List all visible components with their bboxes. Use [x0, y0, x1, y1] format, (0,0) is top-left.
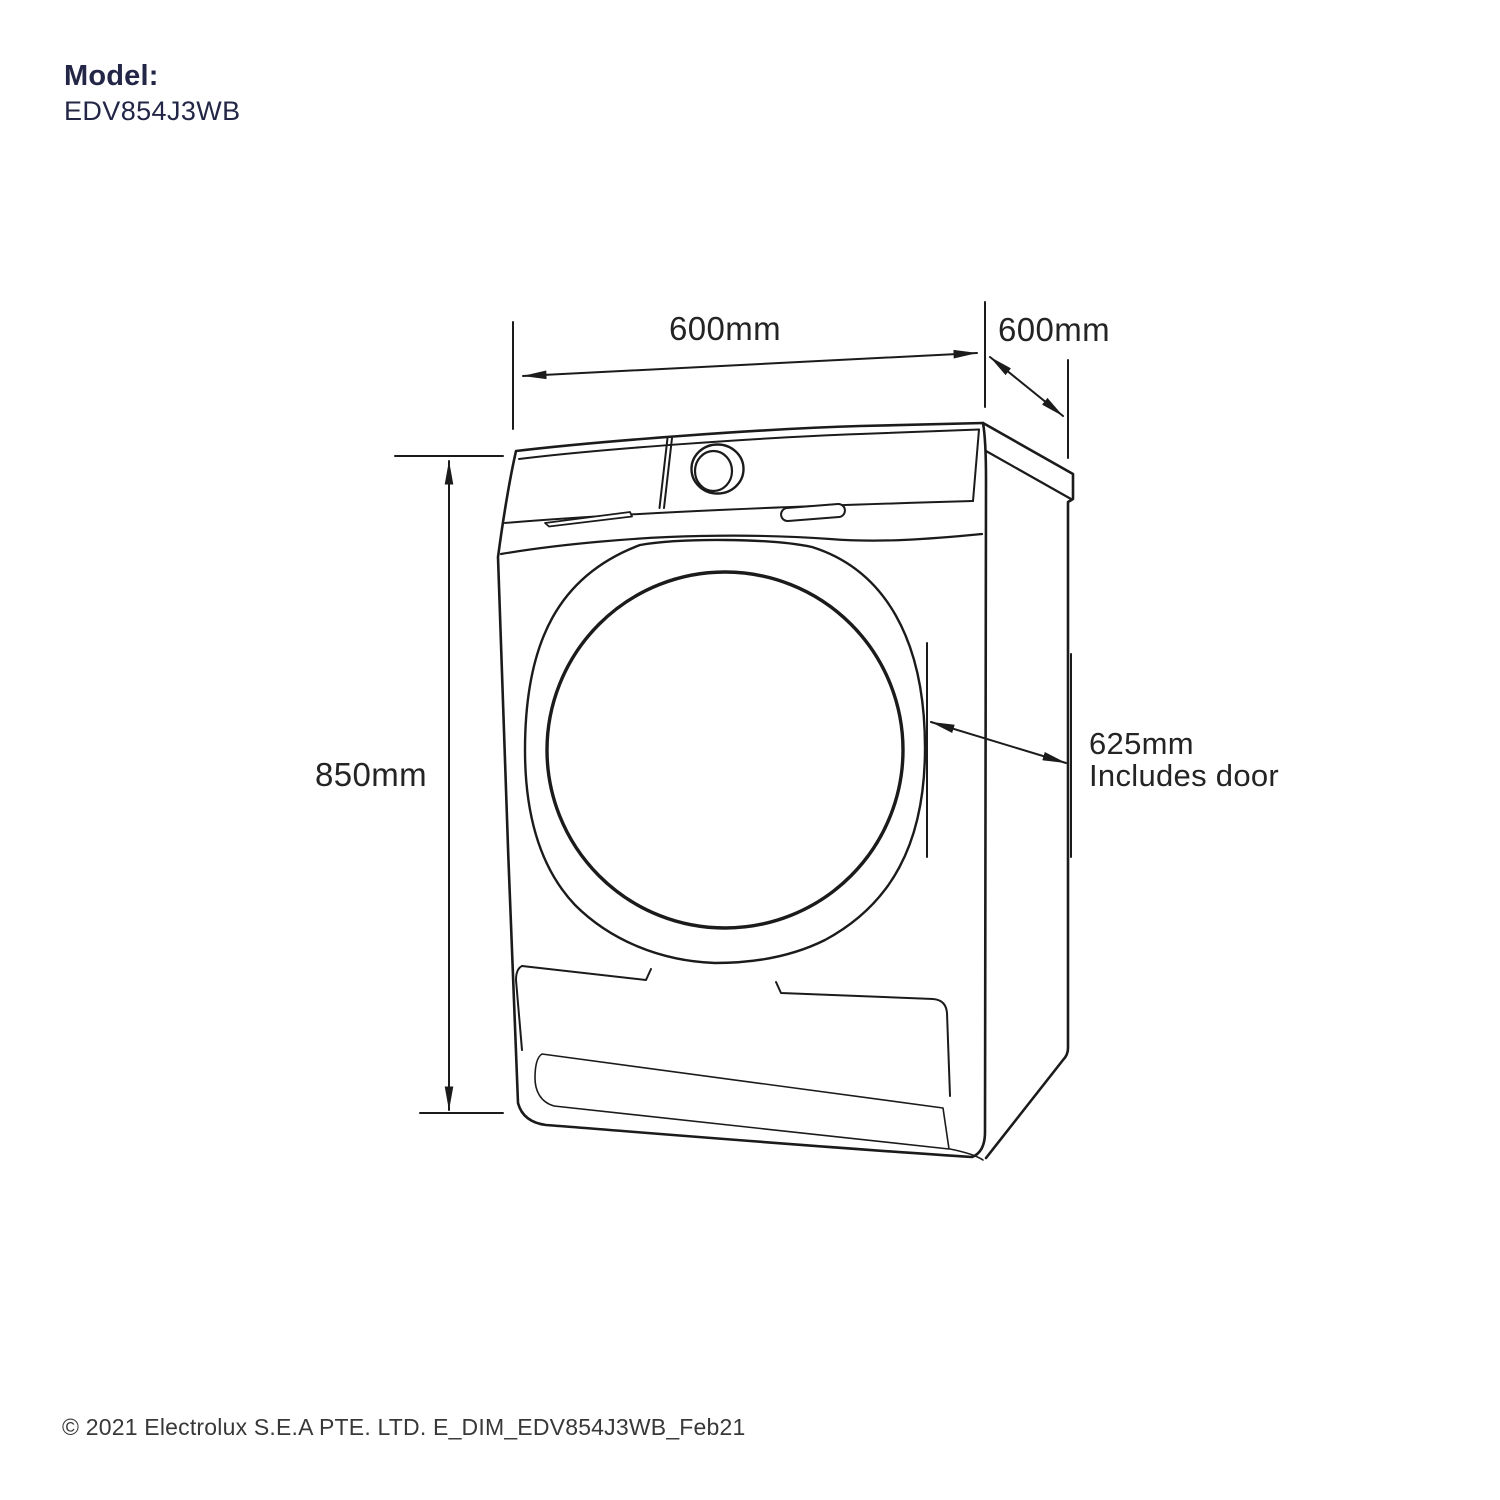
door-ring	[545, 570, 905, 930]
top-panel-strip	[518, 428, 980, 460]
model-label: Model:	[64, 60, 159, 92]
door-bulge	[523, 538, 927, 965]
face-contour-line	[499, 532, 984, 556]
vent-grille	[534, 1053, 984, 1161]
width-dimension	[512, 301, 986, 430]
handle-slot	[780, 502, 846, 523]
dimension-lines	[394, 301, 1072, 1114]
height-dimension	[394, 455, 504, 1114]
width-dimension-label: 600mm	[668, 310, 782, 347]
dryer-body	[496, 421, 1075, 1161]
door-depth-dimension-label: 625mm	[1089, 726, 1194, 761]
footer-text: © 2021 Electrolux S.E.A PTE. LTD. E_DIM_…	[62, 1414, 746, 1440]
depth-dimension	[989, 356, 1069, 459]
model-block: Model: EDV854J3WB	[64, 58, 241, 128]
height-dimension-label: 850mm	[314, 756, 428, 793]
side-panel	[981, 421, 1075, 1160]
kick-panel	[515, 965, 951, 1097]
drawer-groove	[544, 511, 633, 528]
door-depth-dimension	[926, 642, 1072, 858]
door-depth-dimension-note: Includes door	[1089, 758, 1280, 793]
control-panel	[504, 500, 974, 524]
front-face	[496, 421, 988, 1159]
model-number: EDV854J3WB	[64, 96, 241, 126]
panel-divider	[658, 437, 673, 509]
control-knob	[690, 443, 745, 495]
depth-dimension-label: 600mm	[997, 311, 1111, 348]
